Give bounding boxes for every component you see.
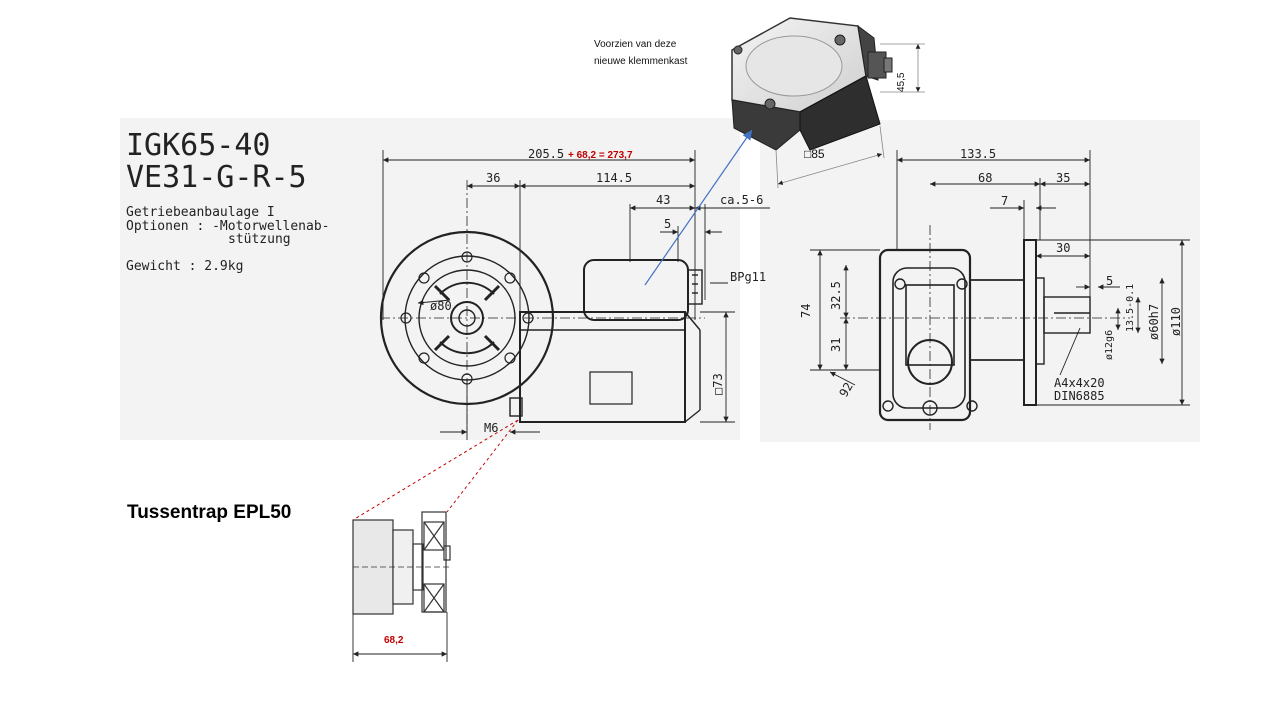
- spec-weight: Gewicht : 2.9kg: [126, 259, 243, 274]
- motor-body: [519, 311, 686, 423]
- dim-133-5: 133.5: [960, 147, 996, 161]
- spec-line1: Getriebeanbaulage I: [126, 205, 275, 220]
- dim-68-end: 68: [978, 171, 992, 185]
- dim-13-5: 13.5-0.1: [1125, 284, 1136, 332]
- dim-ca5-6: ca.5-6: [720, 193, 763, 207]
- dim-114-5: 114.5: [596, 171, 632, 185]
- dia-80-label: ø80: [430, 299, 452, 313]
- terminal-box-pointer-arrow: [644, 129, 753, 286]
- dim-7: 7: [1001, 194, 1008, 208]
- terminal-box-dimensions: [775, 43, 925, 189]
- gearbox-housing: [878, 248, 972, 422]
- intermediate-stage-length: 68,2: [384, 635, 404, 646]
- scan-background-right: [760, 120, 1200, 442]
- dim-74: 74: [799, 304, 813, 318]
- side-view-labels: 205.5 + 68,2 = 273,7 36 114.5 43 ca.5-6 …: [430, 147, 766, 435]
- dim-5-end: 5: [1106, 274, 1113, 288]
- dim-31: 31: [829, 338, 843, 352]
- spec-line2: Optionen : -Motorwellenab-: [126, 219, 330, 234]
- intermediate-stage-dimension: [352, 612, 448, 662]
- title-block: IGK65-40 VE31-G-R-5 Getriebeanbaulage I …: [126, 128, 330, 274]
- scan-background-left: [120, 118, 740, 440]
- dim-36: 36: [486, 171, 500, 185]
- model-title-line1: IGK65-40: [126, 128, 271, 163]
- terminal-box-note-line2: nieuwe klemmenkast: [594, 56, 688, 67]
- output-shaft: [1043, 296, 1091, 334]
- dim-length-addition: + 68,2 = 273,7: [568, 150, 633, 161]
- end-view-dimensions: [810, 150, 1190, 406]
- projection-lines: [352, 419, 519, 521]
- dim-92: 92: [836, 380, 855, 400]
- dia-110: ø110: [1169, 307, 1183, 336]
- key-spec-line2: DIN6885: [1054, 389, 1105, 403]
- cable-gland-label: BPg11: [730, 270, 766, 284]
- dim-5-side: 5: [664, 217, 671, 231]
- terminal-box-height: 45,5: [896, 72, 907, 92]
- dim-30: 30: [1056, 241, 1070, 255]
- key-spec-line1: A4x4x20: [1054, 376, 1105, 390]
- dim-35: 35: [1056, 171, 1070, 185]
- dim-overall-length: 205.5: [528, 147, 564, 161]
- model-title-line2: VE31-G-R-5: [126, 160, 307, 195]
- dia-60h7: ø60h7: [1147, 304, 1161, 340]
- thread-m6-label: M6: [484, 421, 498, 435]
- end-view-labels: 133.5 68 35 7 30 5 74 32.5 31 92 ø110 ø6…: [799, 147, 1183, 403]
- terminal-box-width: □85: [804, 147, 825, 161]
- intermediate-stage-drawing: [352, 511, 452, 615]
- dia-12g6: ø12g6: [1104, 330, 1115, 360]
- dim-43: 43: [656, 193, 670, 207]
- terminal-box-note-line1: Voorzien van deze: [594, 39, 677, 50]
- side-view-dimensions: [382, 150, 770, 440]
- square-73-label: □73: [711, 373, 725, 395]
- spec-line3: stützung: [228, 232, 291, 247]
- dim-32-5: 32.5: [829, 281, 843, 310]
- terminal-box-image: [731, 17, 893, 151]
- intermediate-stage-heading: Tussentrap EPL50: [127, 502, 291, 523]
- end-view-drawing: [840, 225, 1130, 430]
